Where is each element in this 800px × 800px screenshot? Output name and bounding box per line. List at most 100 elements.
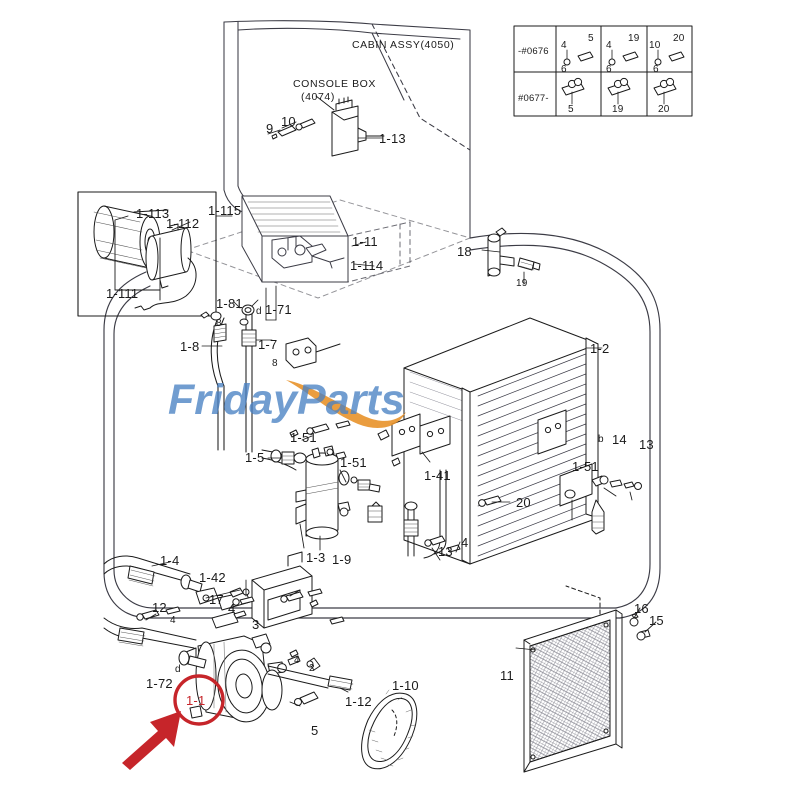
highlight-circle [173, 674, 225, 726]
callout-1-4: 1-4 [160, 553, 180, 568]
table-cell-r2c2 [607, 77, 631, 105]
motor-wire [149, 257, 197, 309]
bolt-20-condenser [478, 495, 502, 507]
bolts-compressor-area [136, 587, 345, 625]
callout-14-right: 14 [612, 432, 627, 447]
hose-run-upper [200, 304, 257, 453]
callout-11: 11 [500, 668, 514, 683]
callout-1-51-right: 1-51 [572, 459, 599, 474]
bolt-9 [271, 125, 297, 140]
callout-19: 19 [516, 278, 528, 289]
callout-1-115: 1-115 [208, 203, 242, 218]
callout-1-42: 1-42 [199, 570, 226, 585]
table-cell-r1c2 [608, 49, 639, 66]
callout-1-114: 1-114 [350, 258, 384, 273]
table-r1c2-right: 19 [628, 33, 640, 44]
callout-18: 18 [457, 244, 472, 259]
table-r1c1-left2: 6 [561, 64, 567, 75]
callout-3: 3 [252, 617, 260, 632]
table-r1c2-left: 4 [606, 40, 612, 51]
callout-1-41: 1-41 [424, 468, 451, 483]
heading-console-box: CONSOLE BOX [293, 78, 377, 90]
callout-1-11: 1-11 [352, 234, 378, 249]
blower-motor [145, 223, 192, 289]
machine-frame-outline [103, 232, 661, 619]
callout-1-3: 1-3 [306, 550, 326, 565]
table-r1c2-left2: 6 [606, 64, 612, 75]
condenser-pipes [403, 469, 447, 559]
table-r2c3-bottom: 20 [658, 104, 670, 115]
drive-belt [361, 689, 418, 770]
callout-10: 10 [281, 114, 296, 129]
callout-8b: 8 [272, 358, 278, 369]
console-leaders [267, 95, 385, 137]
fitting-1-7 [241, 329, 257, 347]
callout-9: 9 [266, 121, 274, 136]
evaporator-case [347, 221, 411, 283]
callout-13-mid: 13 [438, 544, 453, 559]
hose-fitting-1-72 [117, 627, 146, 647]
callout-1-8: 1-8 [180, 339, 200, 354]
table-cell-r2c1 [561, 77, 585, 105]
callout-4-b: 4 [170, 615, 176, 626]
callout-1-1-highlighted: 1-1 [186, 693, 206, 708]
discharge-line-bottom [267, 649, 354, 706]
bolt-10 [295, 118, 316, 131]
callout-1-5: 1-5 [245, 450, 265, 465]
inset-detail-box [77, 191, 217, 317]
table-r1c3-right: 20 [673, 33, 685, 44]
support-bracket-upper [285, 337, 341, 369]
callout-20: 20 [516, 495, 531, 510]
callout-1-81: 1-81 [216, 296, 243, 311]
callout-4-mid: 4 [461, 535, 469, 550]
connector-19 [517, 257, 541, 271]
table-cell-r1c1 [563, 49, 594, 66]
callout-17: 17 [209, 592, 224, 607]
table-r1c1-left: 4 [561, 40, 567, 51]
highlight-arrow [122, 711, 181, 770]
callout-16: 16 [634, 601, 649, 616]
callout-d2: d [175, 664, 181, 675]
compressor [185, 633, 287, 723]
machine-body-outline [223, 20, 471, 239]
fitting-1-51-right [338, 470, 381, 493]
callout-12: 12 [152, 600, 167, 615]
sensor-18 [487, 227, 515, 277]
table-r1c1-right: 5 [588, 33, 594, 44]
callout-5: 5 [311, 723, 319, 738]
table-r2c2-bottom: 19 [612, 104, 624, 115]
leader-lines [145, 137, 657, 707]
callout-1-2: 1-2 [590, 341, 610, 356]
table-serial-row1: -#0676 [518, 46, 549, 57]
callout-1-12: 1-12 [345, 694, 372, 709]
callout-1-7: 1-7 [258, 337, 278, 352]
callout-1-112: 1-112 [166, 216, 200, 231]
console-box [331, 96, 367, 157]
heading-console-box-code: (4074) [301, 91, 335, 103]
hose-1-5 [261, 449, 307, 471]
callout-1-113: 1-113 [136, 206, 170, 221]
clamp-1-9 [367, 501, 383, 523]
compressor-hoses [103, 555, 207, 669]
callout-1-71: 1-71 [265, 302, 292, 317]
table-serial-row2: #0677- [518, 93, 549, 104]
pipe-fitting-center [403, 519, 419, 537]
callout-8a: 8 [216, 318, 222, 329]
bolt-reference-table [513, 25, 693, 117]
hose-fitting-1-4 [127, 565, 156, 587]
callout-1-111: 1-111 [106, 286, 139, 301]
table-r2c1-bottom: 5 [568, 104, 574, 115]
callout-13-right: 13 [639, 437, 654, 452]
callout-1-72: 1-72 [146, 676, 173, 691]
condenser-screen [523, 585, 623, 773]
evaporator-unit [241, 195, 349, 283]
condenser-outlet-block [559, 463, 642, 535]
fitting-1-8 [213, 323, 227, 343]
table-cell-r2c3 [653, 77, 677, 105]
table-r1c3-left2: 6 [653, 64, 659, 75]
callout-d1: d [256, 306, 262, 317]
heading-cabin-assy: CABIN ASSY(4050) [352, 39, 455, 51]
inset-leaders [114, 209, 191, 301]
